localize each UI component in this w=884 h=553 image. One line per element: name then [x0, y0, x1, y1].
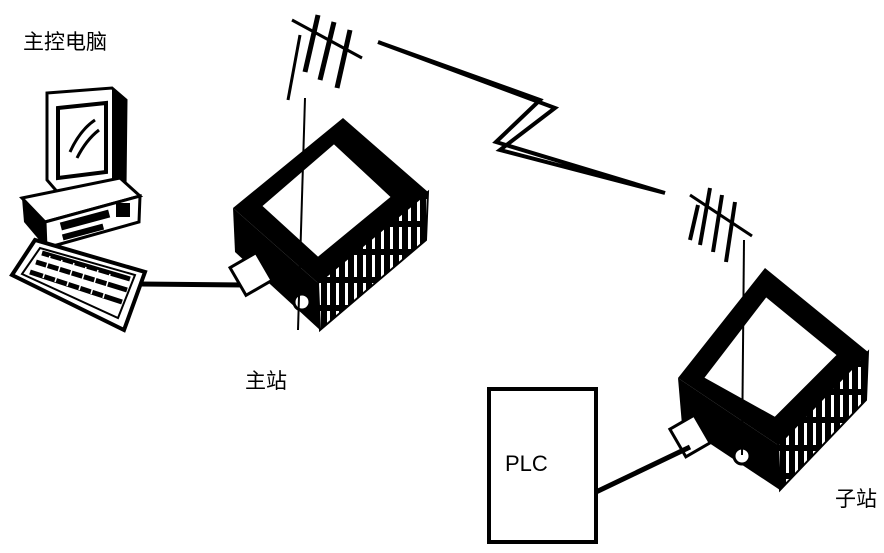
computer-icon [9, 86, 148, 333]
slave-radio-icon [667, 239, 870, 493]
serial-cable-plc [594, 444, 692, 495]
monitor-icon [45, 86, 128, 197]
control-pc-label: 主控电脑 [23, 30, 107, 54]
slave-antenna-icon [688, 187, 753, 263]
serial-cable-pc [139, 281, 245, 288]
plc-box [487, 387, 598, 544]
keyboard-icon [9, 237, 148, 333]
system-unit-icon [19, 176, 144, 250]
slave-station-label: 子站 [835, 487, 877, 511]
master-antenna-icon [286, 14, 363, 101]
plc-label: PLC [505, 451, 548, 476]
master-station-label: 主站 [245, 369, 287, 393]
wireless-link-icon [377, 40, 666, 195]
master-radio-icon [227, 97, 430, 333]
